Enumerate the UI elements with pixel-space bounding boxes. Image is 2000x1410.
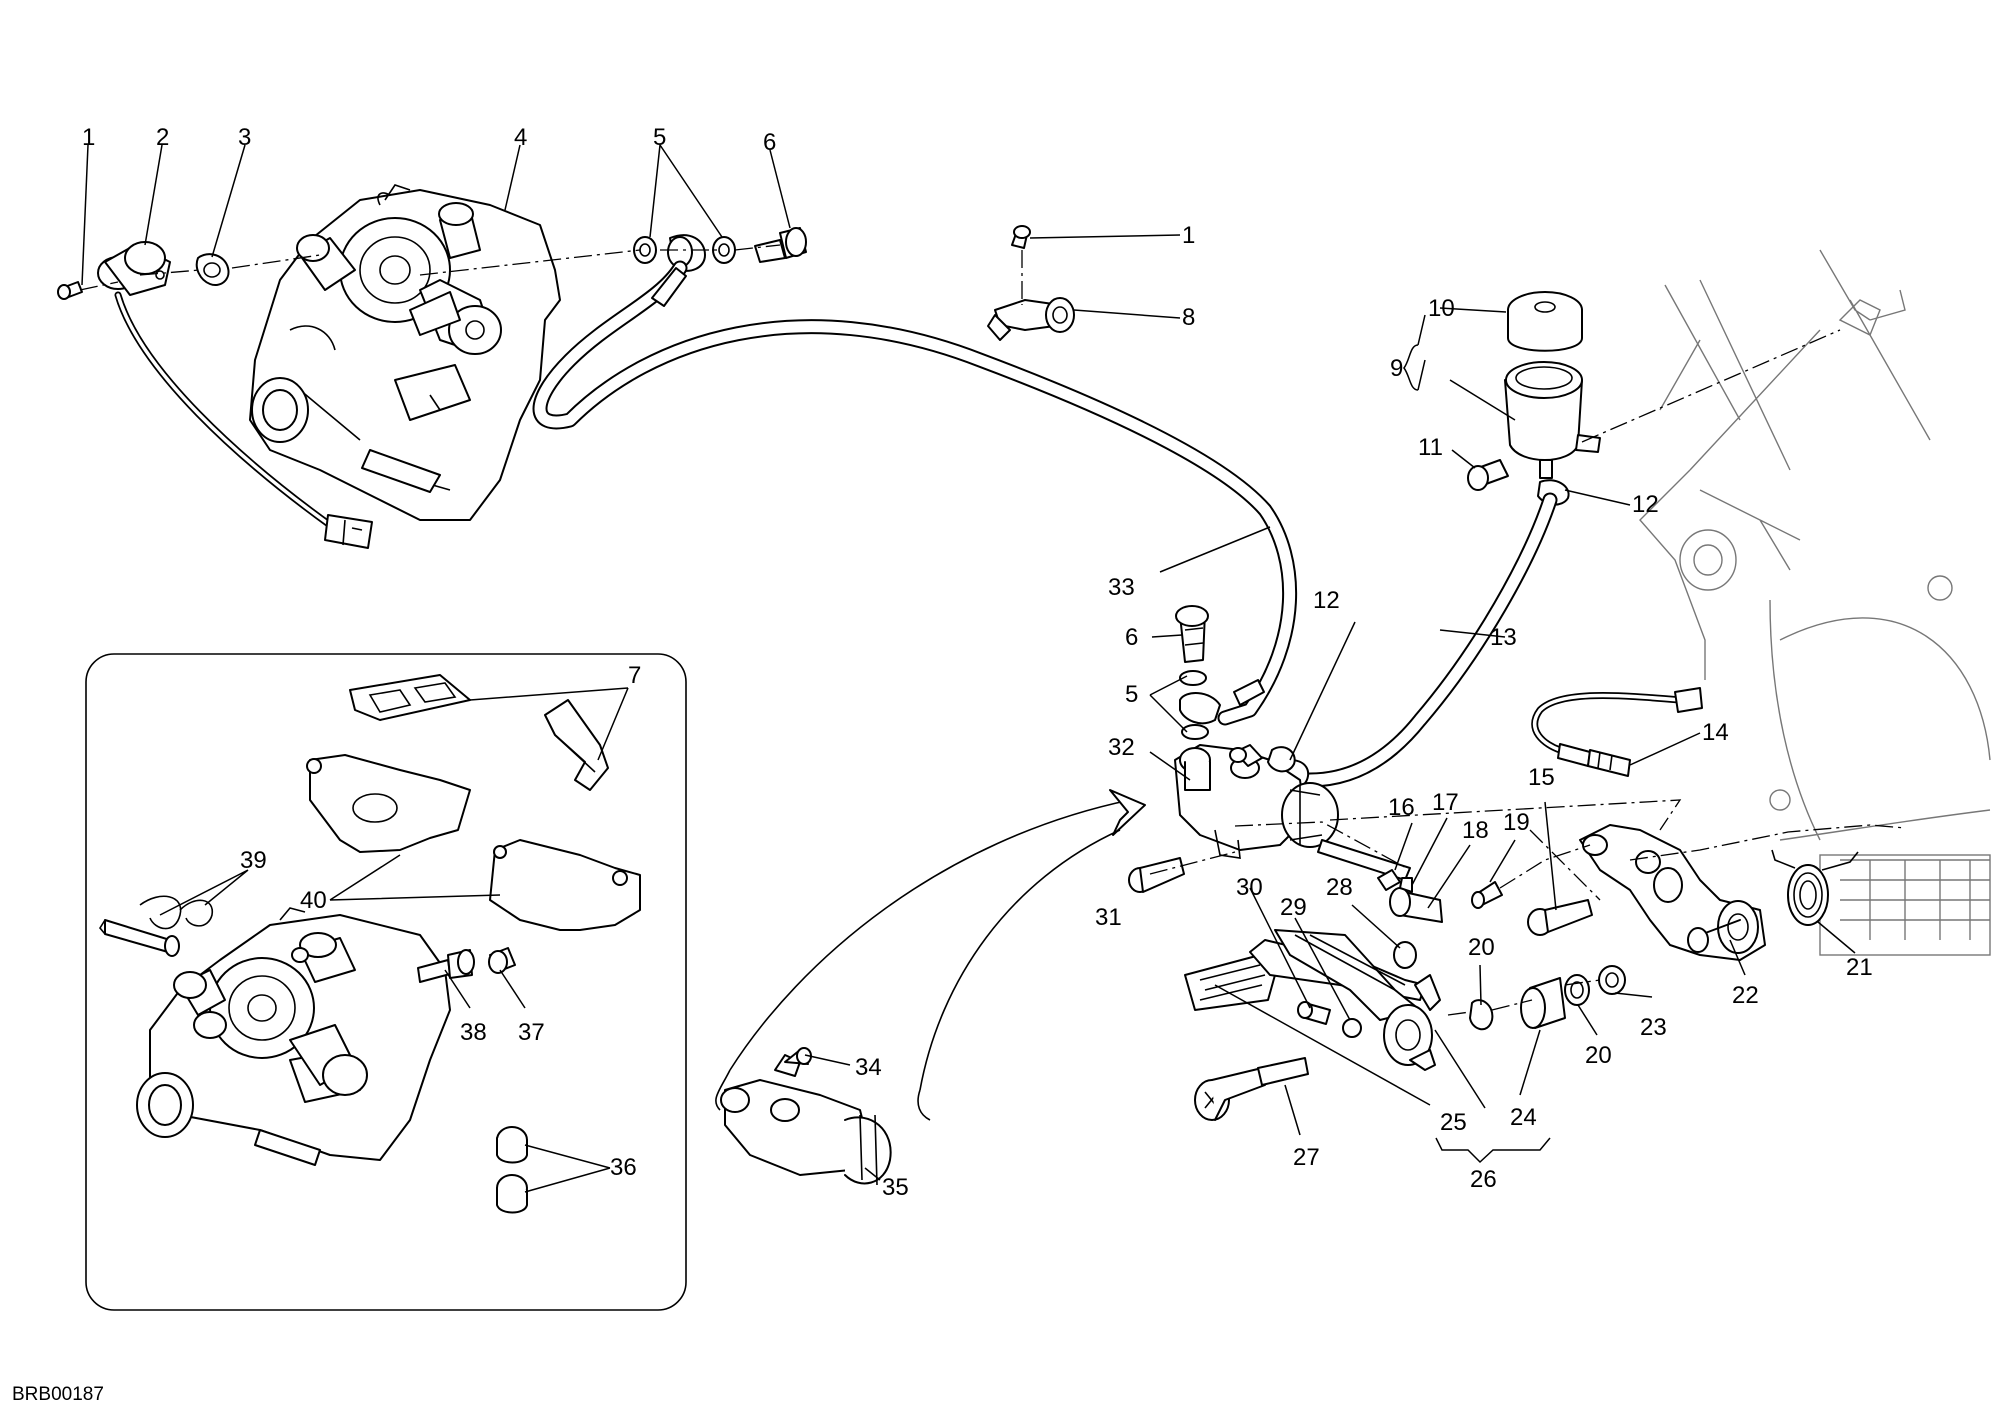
callout-24: 24 — [1510, 1104, 1537, 1131]
frame-outline — [1639, 249, 1991, 956]
callout-11: 11 — [1418, 434, 1443, 461]
brake-fluid-reservoir — [1467, 291, 1601, 506]
callout-29: 29 — [1280, 894, 1307, 921]
callout-28: 28 — [1326, 874, 1353, 901]
callout-5: 5 — [653, 124, 666, 151]
screw-31 — [1128, 857, 1185, 893]
callout-1: 1 — [82, 124, 95, 151]
callout-6-b: 6 — [1125, 624, 1138, 651]
drawing-code: BRB00187 — [12, 1384, 104, 1405]
callout-27: 27 — [1293, 1144, 1320, 1171]
pedal-bracket — [1527, 824, 1859, 961]
callout-13: 13 — [1490, 624, 1517, 651]
brake-hose-33 — [532, 260, 1298, 726]
abs-sensor-assembly — [57, 241, 373, 549]
callout-37: 37 — [518, 1019, 545, 1046]
callout-35: 35 — [882, 1174, 909, 1201]
callout-3: 3 — [238, 124, 251, 151]
callout-32: 32 — [1108, 734, 1135, 761]
callout-9: 9 — [1390, 355, 1403, 382]
callout-18: 18 — [1462, 817, 1489, 844]
rear-master-cylinder — [1174, 605, 1339, 859]
banjo-fitting-top — [633, 227, 807, 272]
brake-light-switch — [1531, 687, 1703, 777]
brake-pads — [306, 754, 641, 931]
callout-38: 38 — [460, 1019, 487, 1046]
callout-16: 16 — [1388, 794, 1415, 821]
reference-arrow — [715, 789, 1146, 1121]
callout-34: 34 — [855, 1054, 882, 1081]
inset-box — [85, 653, 687, 1311]
pad-pin-and-clips — [99, 895, 213, 957]
callout-25: 25 — [1440, 1109, 1467, 1136]
callout-20-b: 20 — [1585, 1042, 1612, 1069]
callout-26: 26 — [1470, 1166, 1497, 1193]
alignment-lines — [79, 244, 1906, 1016]
callout-33: 33 — [1108, 574, 1135, 601]
pivot-bushings — [1469, 965, 1626, 1031]
callout-20: 20 — [1468, 934, 1495, 961]
callout-40: 40 — [300, 887, 327, 914]
callout-4: 4 — [514, 124, 527, 151]
callout-labels: 1 2 3 4 5 6 1 8 9 10 11 12 33 12 13 6 5 … — [82, 124, 1873, 1201]
callout-30: 30 — [1236, 874, 1263, 901]
callout-2: 2 — [156, 124, 169, 151]
callout-23: 23 — [1640, 1014, 1667, 1041]
callout-17: 17 — [1432, 789, 1459, 816]
hose-clamp-8 — [987, 225, 1075, 341]
brake-pedal — [1184, 929, 1441, 1121]
callout-12-b: 12 — [1313, 587, 1340, 614]
callout-10: 10 — [1428, 295, 1455, 322]
callout-6: 6 — [763, 129, 776, 156]
leader-lines — [81, 144, 1856, 1193]
push-rod-assembly — [1317, 839, 1503, 969]
bleeder-and-caps — [417, 947, 528, 1214]
callout-22: 22 — [1732, 982, 1759, 1009]
callout-15: 15 — [1528, 764, 1555, 791]
callout-36: 36 — [610, 1154, 637, 1181]
callout-12: 12 — [1632, 491, 1659, 518]
callout-7: 7 — [628, 662, 641, 689]
callout-14: 14 — [1702, 719, 1729, 746]
rear-brake-caliper — [249, 184, 561, 521]
inset-caliper — [136, 907, 451, 1166]
master-cylinder-variant — [720, 1047, 892, 1186]
callout-5-b: 5 — [1125, 681, 1138, 708]
callout-21: 21 — [1846, 954, 1873, 981]
callout-31: 31 — [1095, 904, 1122, 931]
callout-8: 8 — [1182, 304, 1195, 331]
callout-39: 39 — [240, 847, 267, 874]
callout-1-b: 1 — [1182, 222, 1195, 249]
pad-shim-and-spring — [349, 674, 609, 791]
callout-19: 19 — [1503, 809, 1530, 836]
